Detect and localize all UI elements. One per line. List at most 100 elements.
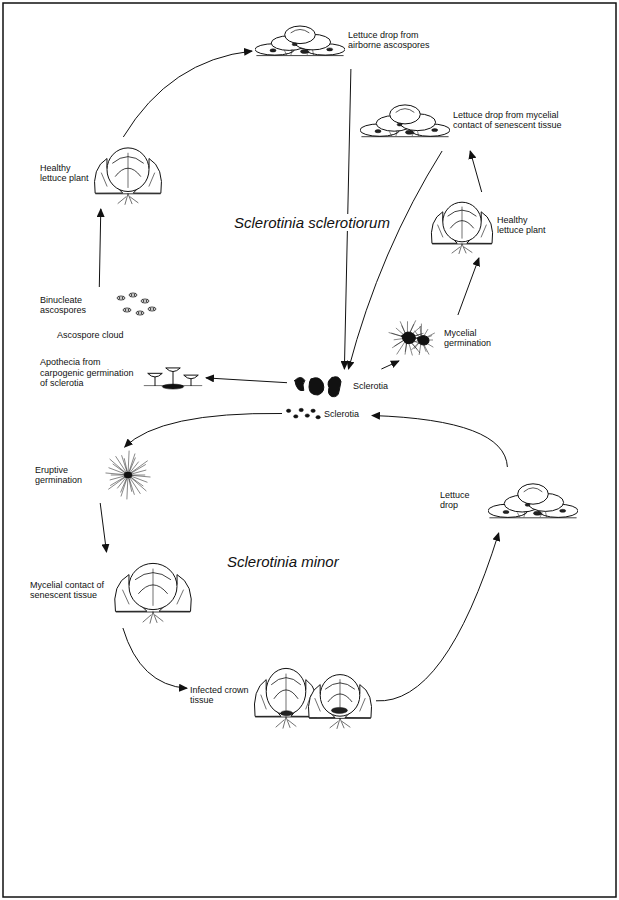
stage-label: Sclerotia [324,409,369,419]
label-stack: Sclerotia [353,381,398,391]
sketch-ellipse [518,484,549,504]
sketch-g [308,675,371,729]
sketch-ellipse [406,130,414,134]
sketch-path [285,50,314,55]
cycle-arrow [349,151,443,369]
cycle-arrow [123,628,187,688]
label-stack: Healthy lettuce plant [40,163,90,184]
sketch-ellipse [292,43,297,46]
label-stack: Lettuce drop from airborne ascospores [348,30,448,51]
label-stack: Mycelial germination [444,328,514,349]
stage-label: Binucleate ascospores [40,295,110,316]
sketch-ellipse [534,511,542,515]
stage-label: Lettuce drop from mycelial contact of se… [453,110,563,131]
sketch-path [106,451,150,499]
sketch-ellipse [122,297,124,299]
sketch-ellipse [146,300,148,302]
sketch-ellipse [136,311,144,315]
sketch-ellipse [286,409,290,412]
sketch-path [184,375,198,379]
sketch-ellipse [138,312,140,314]
label-stack: Eruptive germination [35,465,95,486]
cycle-arrow [458,258,479,315]
sketch-path [362,136,448,137]
sketch-path [276,717,296,728]
sketch-ellipse [305,414,309,417]
sketch-path [257,55,343,56]
sketch-ellipse [327,48,333,51]
sketch-path [286,674,287,710]
stage-node: Eruptive germination [35,450,158,500]
sketch-path [402,332,416,344]
cycle-title: Sclerotinia minor [225,553,341,570]
cycle-title: Sclerotinia sclerotiorum [232,214,392,231]
stage-note: Ascospore cloud [55,330,126,340]
lettuce-plant [93,140,163,206]
sketch-path [166,368,180,372]
collapsed-lettuce [488,470,578,530]
label-stack: Infected crown tissue [190,685,250,706]
sketch-ellipse [294,415,298,418]
sketch-path [295,377,305,390]
label-stack: Healthy lettuce plant [497,215,552,236]
sketch-ellipse [316,416,320,419]
cycle-arrow [372,416,507,468]
sketch-ellipse [503,510,509,513]
sketch-path [438,225,487,237]
sketch-ellipse [117,296,125,300]
sketch-ellipse [320,675,360,717]
stage-label: Apothecia from carpogenic germination of… [40,357,140,388]
stage-label: Lettuce drop [440,490,485,511]
label-stack: Lettuce drop from mycelial contact of se… [453,110,563,131]
sketch-ellipse [285,26,316,44]
stage-node: Healthy lettuce plant [430,195,552,255]
stage-label: Infected crown tissue [190,685,250,706]
sketch-ellipse [301,49,309,53]
cycle-arrow [123,51,252,137]
sketch-ellipse [141,312,143,314]
stage-label: Lettuce drop from airborne ascospores [348,30,448,51]
frame-border [3,3,616,897]
sketch-ellipse [266,668,306,714]
stage-label: Mycelial germination [444,328,514,349]
cycle-arrow [376,533,499,701]
label-stack: Lettuce drop [440,490,485,511]
sketch-path [118,194,138,205]
sketch-ellipse [375,130,381,133]
cycle-arrow [470,151,482,192]
sketch-g [254,668,317,728]
sketch-ellipse [125,309,127,311]
sketch-ellipse [525,503,530,506]
cycle-arrow [125,413,282,447]
sketch-ellipse [270,49,276,52]
sketch-path [462,207,463,238]
sketch-ellipse [281,711,293,716]
stage-label: Mycelial contact of senescent tissue [30,580,110,601]
stage-node: Infected crown tissue [190,660,373,730]
cycle-arrow [381,361,399,369]
stage-node: Sclerotia [285,406,369,422]
label-stack: Sclerotia [324,409,369,419]
ascospores [113,290,158,320]
sketch-ellipse [299,408,303,411]
sketch-ellipse [311,409,315,412]
sketch-ellipse [390,105,421,124]
apothecia [143,355,203,391]
sketch-path [330,718,350,728]
stage-node: Lettuce drop from mycelial contact of se… [360,92,563,148]
mycelial-sclerotia [385,318,441,358]
sketch-ellipse [331,707,347,713]
collapsed-lettuce [360,92,450,148]
cycle-arrow [99,209,101,287]
sketch-path [452,244,472,254]
lettuce-plant [430,195,494,255]
sketch-path [518,512,547,517]
stage-node: Mycelial germination [385,318,514,358]
stage-node: Lettuce drop [440,470,578,530]
sketch-ellipse [123,308,131,312]
sketch-ellipse [141,299,149,303]
stage-node: Apothecia from carpogenic germination of… [40,355,203,391]
sketch-path [309,378,324,395]
sketch-ellipse [119,297,121,299]
sketch-ellipse [148,307,156,311]
